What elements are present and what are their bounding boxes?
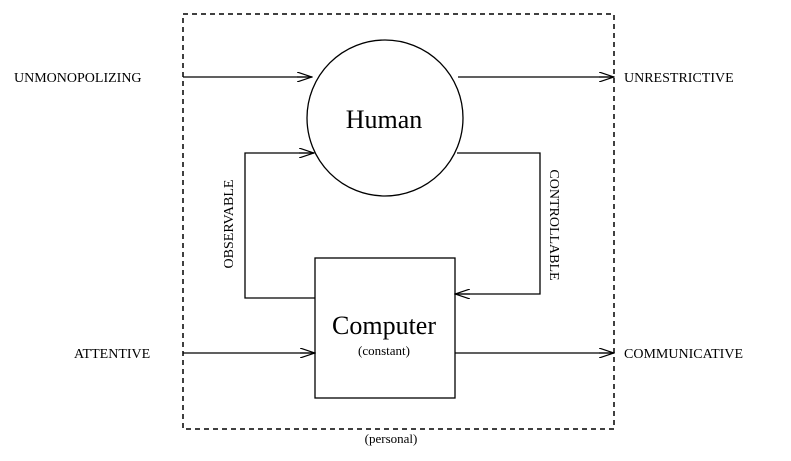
human-node — [306, 39, 464, 197]
human-label: Human — [346, 105, 423, 134]
observable-label: OBSERVABLE — [222, 180, 237, 269]
computer-sublabel: (constant) — [358, 343, 410, 358]
output-label-unrestrictive: UNRESTRICTIVE — [624, 71, 734, 86]
input-label-attentive: ATTENTIVE — [74, 347, 150, 362]
output-label-communicative: COMMUNICATIVE — [624, 347, 743, 362]
input-label-unmonopolizing: UNMONOPOLIZING — [14, 71, 142, 86]
controllable-label: CONTROLLABLE — [546, 169, 561, 280]
personal-label: (personal) — [365, 431, 418, 446]
computer-node — [314, 257, 456, 399]
computer-label: Computer — [332, 311, 436, 340]
observable-arrow — [244, 153, 315, 299]
controllable-arrow — [455, 152, 541, 294]
